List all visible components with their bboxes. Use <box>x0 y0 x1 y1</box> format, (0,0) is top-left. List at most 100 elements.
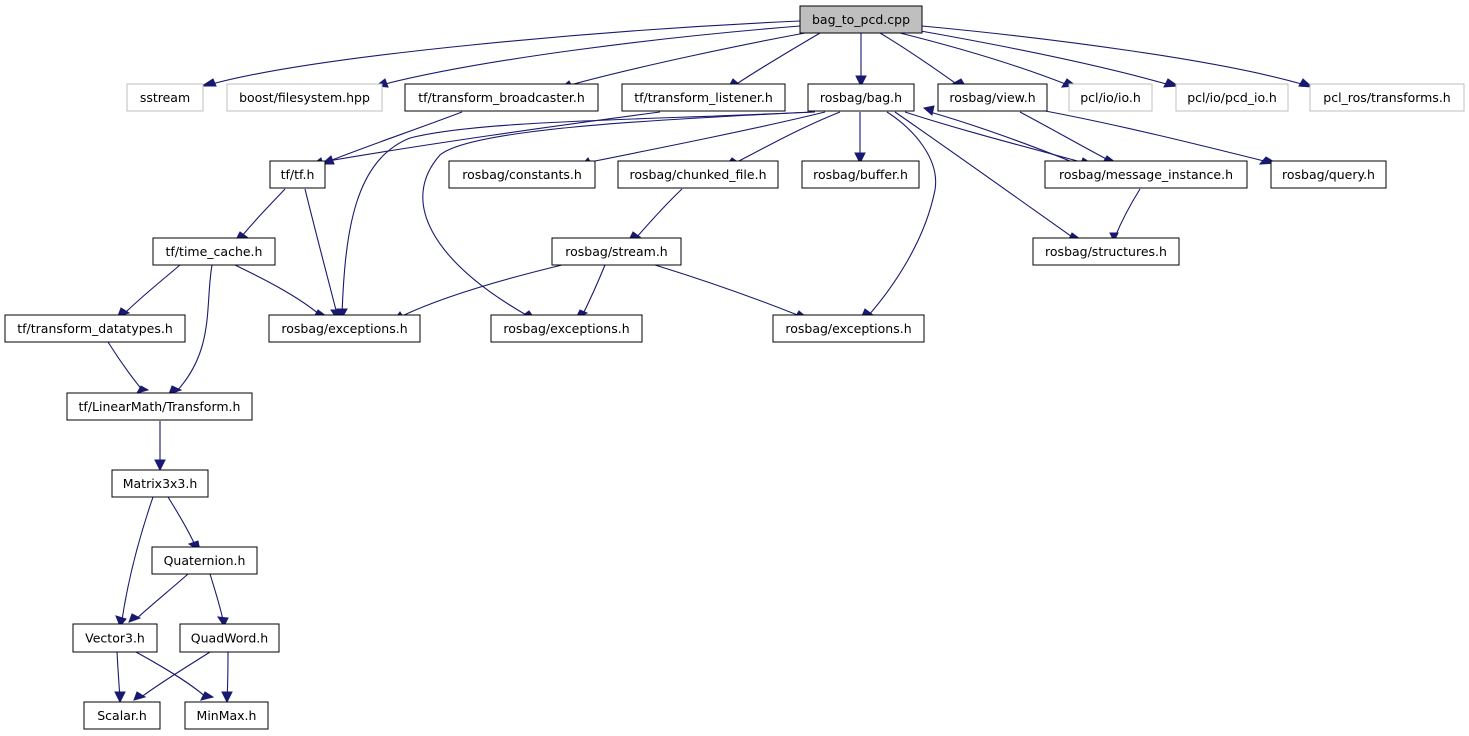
node-rosbag-view[interactable]: rosbag/view.h <box>937 83 1048 112</box>
edge-bag-to-msg-instance <box>904 111 1086 164</box>
node-rosbag-constants[interactable]: rosbag/constants.h <box>448 160 596 189</box>
arrowhead <box>1163 78 1180 88</box>
edge-view-to-msg-instance <box>1019 111 1111 162</box>
node-rosbag-exceptions-2[interactable]: rosbag/exceptions.h <box>490 314 643 343</box>
arrowhead <box>854 152 866 165</box>
node-label: tf/time_cache.h <box>166 244 263 259</box>
edge-quadword-to-minmax <box>226 651 229 699</box>
arrowhead <box>115 615 127 627</box>
dependency-edges <box>107 20 1314 704</box>
arrowhead <box>133 691 147 701</box>
header-nodes: bag_to_pcd.cpp sstream boost/filesystem.… <box>4 5 1465 730</box>
node-rosbag-bag[interactable]: rosbag/bag.h <box>807 83 915 112</box>
node-tf-transform-listener[interactable]: tf/transform_listener.h <box>621 83 786 112</box>
node-label: QuadWord.h <box>191 631 268 646</box>
edge-datatypes-to-lm-transform <box>107 341 144 392</box>
node-tf-transform-broadcaster[interactable]: tf/transform_broadcaster.h <box>404 83 599 112</box>
node-rosbag-message-instance[interactable]: rosbag/message_instance.h <box>1044 160 1248 189</box>
node-rosbag-buffer[interactable]: rosbag/buffer.h <box>801 160 920 189</box>
node-label: rosbag/bag.h <box>820 90 902 105</box>
edge-bag-to-structures <box>894 111 1076 240</box>
node-label: rosbag/constants.h <box>462 167 582 182</box>
node-label: rosbag/structures.h <box>1045 244 1167 259</box>
node-rosbag-exceptions-3[interactable]: rosbag/exceptions.h <box>772 314 925 343</box>
node-label: rosbag/exceptions.h <box>503 321 629 336</box>
node-label: rosbag/buffer.h <box>813 167 908 182</box>
edge-root-to-pcl-ros-tf <box>921 25 1306 86</box>
edge-tf-tf-to-exceptions-1 <box>304 188 338 315</box>
edge-tf-broadcaster-to-tf-tf <box>331 111 463 161</box>
node-scalar[interactable]: Scalar.h <box>83 701 161 730</box>
edge-bag-to-chunked <box>734 111 841 164</box>
node-label: Vector3.h <box>85 631 145 646</box>
edge-msg-instance-to-structures <box>1114 188 1141 238</box>
edge-root-to-tf-listener <box>734 32 821 86</box>
edge-stream-to-exceptions-2 <box>581 264 606 317</box>
edge-root-to-sstream <box>211 20 801 85</box>
edge-view-to-query <box>1039 109 1269 163</box>
edge-quaternion-to-quadword <box>209 573 224 621</box>
edge-vector3-to-scalar <box>116 651 121 699</box>
edge-bag-to-exceptions-1 <box>341 111 813 316</box>
edge-root-to-pcl-pcd-io <box>914 29 1171 86</box>
edge-time-cache-to-lm-transform <box>175 264 213 393</box>
node-tf-linearmath-transform[interactable]: tf/LinearMath/Transform.h <box>66 392 253 421</box>
node-rosbag-exceptions-1[interactable]: rosbag/exceptions.h <box>268 314 421 343</box>
arrowhead <box>154 459 166 472</box>
edge-root-to-boost-fs <box>384 25 801 85</box>
edge-time-cache-to-datatypes <box>124 264 181 314</box>
node-label: tf/transform_datatypes.h <box>17 321 173 336</box>
node-pcl-ros-transforms: pcl_ros/transforms.h <box>1309 83 1465 112</box>
node-quadword[interactable]: QuadWord.h <box>179 623 280 653</box>
node-label: tf/LinearMath/Transform.h <box>79 399 241 414</box>
edge-bag-to-exceptions-2 <box>422 111 816 317</box>
node-label: boost/filesystem.hpp <box>239 90 370 105</box>
edge-stream-to-exceptions-3 <box>654 264 801 317</box>
arrowhead <box>114 691 126 704</box>
node-tf-tf[interactable]: tf/tf.h <box>269 160 326 189</box>
arrowhead <box>200 78 217 87</box>
node-label: Matrix3x3.h <box>123 476 198 491</box>
node-label: tf/tf.h <box>281 167 315 182</box>
node-label: pcl/io/io.h <box>1080 90 1141 105</box>
node-label: rosbag/query.h <box>1282 167 1375 182</box>
edge-quaternion-to-vector3 <box>134 573 189 621</box>
node-label: rosbag/stream.h <box>565 244 667 259</box>
node-label: Scalar.h <box>97 708 147 723</box>
arrowhead <box>855 75 867 88</box>
node-label: bag_to_pcd.cpp <box>812 12 910 27</box>
edge-root-to-rosbag-view <box>879 32 959 86</box>
node-quaternion[interactable]: Quaternion.h <box>151 546 258 575</box>
node-vector3[interactable]: Vector3.h <box>72 623 158 653</box>
node-pcl-io-io: pcl/io/io.h <box>1068 83 1153 112</box>
node-rosbag-structures[interactable]: rosbag/structures.h <box>1032 237 1180 266</box>
edge-root-to-pcl-io <box>899 32 1069 86</box>
edge-root-to-tf-broadcaster <box>569 32 806 86</box>
arrowhead <box>135 385 150 394</box>
edge-bag-to-constants <box>589 111 826 163</box>
node-minmax[interactable]: MinMax.h <box>184 701 269 730</box>
node-label: rosbag/view.h <box>949 90 1035 105</box>
edge-stream-to-exceptions-1 <box>401 264 563 317</box>
node-label: rosbag/message_instance.h <box>1059 167 1233 182</box>
edge-matrix-to-quaternion <box>167 496 196 546</box>
arrowhead <box>922 105 935 116</box>
node-label: Quaternion.h <box>164 553 246 568</box>
node-rosbag-stream[interactable]: rosbag/stream.h <box>551 237 682 266</box>
node-tf-time-cache[interactable]: tf/time_cache.h <box>152 237 276 266</box>
node-tf-transform-datatypes[interactable]: tf/transform_datatypes.h <box>4 314 186 343</box>
node-rosbag-chunked-file[interactable]: rosbag/chunked_file.h <box>617 160 779 189</box>
edge-quadword-to-scalar <box>139 651 211 699</box>
arrowhead <box>1298 78 1314 88</box>
arrowhead <box>1109 232 1119 243</box>
node-matrix3x3[interactable]: Matrix3x3.h <box>111 469 209 498</box>
arrowhead <box>200 691 215 701</box>
edge-tf-listener-to-tf-tf <box>321 111 661 163</box>
node-sstream: sstream <box>126 83 204 112</box>
node-rosbag-query[interactable]: rosbag/query.h <box>1270 160 1387 189</box>
node-label: MinMax.h <box>197 708 257 723</box>
edge-vector3-to-minmax <box>135 651 208 699</box>
node-boost-filesystem: boost/filesystem.hpp <box>226 83 383 112</box>
node-label: sstream <box>140 90 190 105</box>
